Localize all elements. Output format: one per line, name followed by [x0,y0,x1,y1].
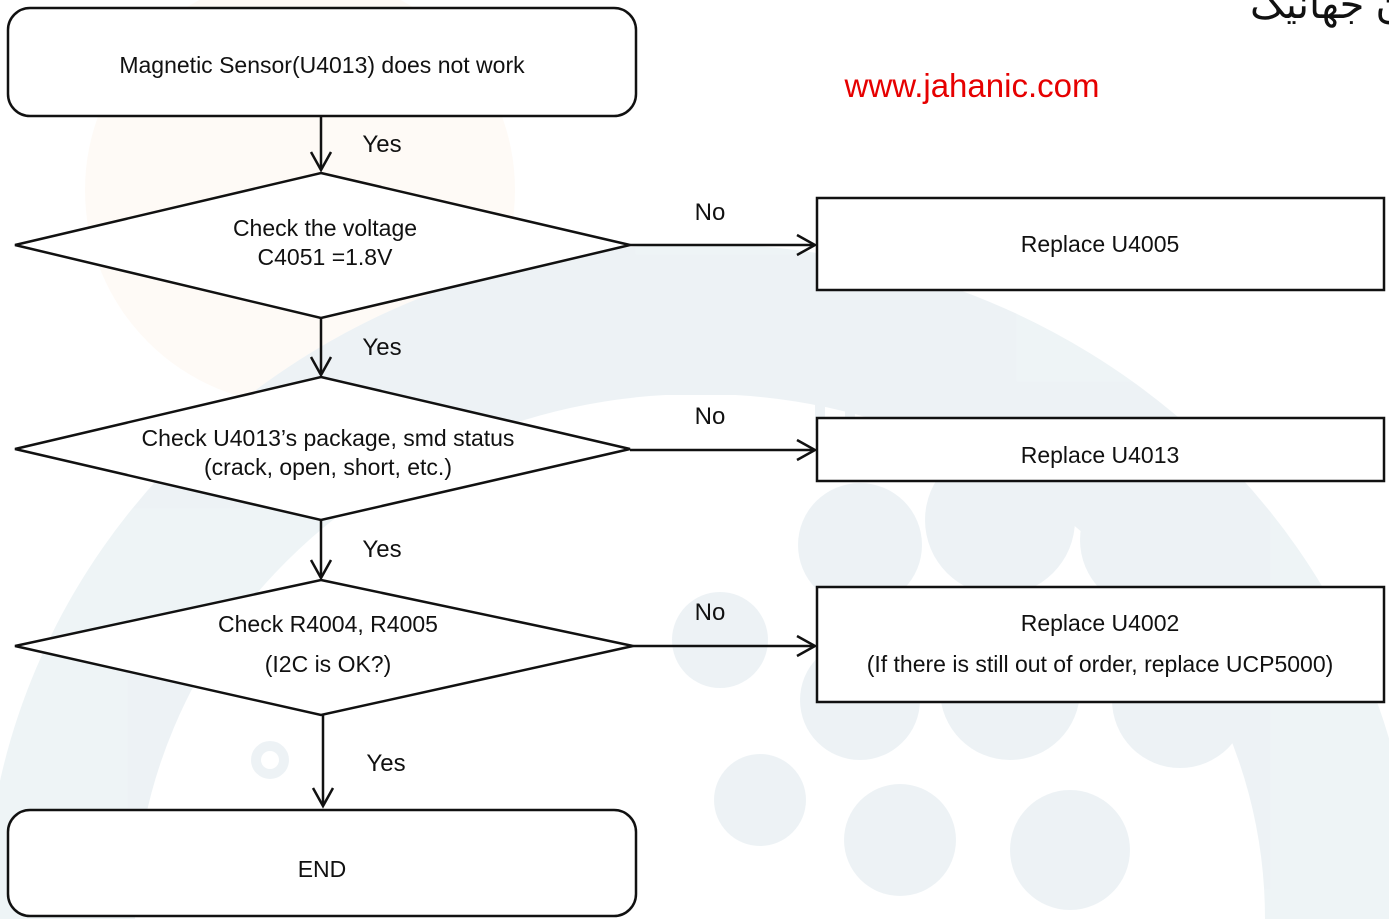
yes-label-4: Yes [366,750,405,777]
arrowhead-icon [311,787,335,809]
yes-label-2: Yes [362,334,401,361]
action-replace-u4002-line2: (If there is still out of order, replace… [867,651,1334,677]
decision-check-package-line1: Check U4013’s package, smd status [142,425,515,451]
decision-check-i2c-line2: (I2C is OK?) [265,651,392,677]
yes-label-1: Yes [362,131,401,158]
start-box [6,6,638,118]
action-replace-u4002-line1: Replace U4002 [1021,610,1180,636]
action-replace-u4002 [815,585,1386,704]
decision-check-package-line2: (crack, open, short, etc.) [204,454,452,480]
end-box [6,808,638,918]
arrowhead-icon [796,233,818,257]
arrowhead-icon [309,356,333,378]
action-replace-u4013-label: Replace U4013 [1021,442,1180,468]
yes-label-3: Yes [362,536,401,563]
start-label: Magnetic Sensor(U4013) does not work [119,52,525,78]
decision-check-voltage-line2: C4051 =1.8V [258,244,394,270]
action-replace-u4013 [815,416,1386,483]
header-watermark-fragment: ...ایران جهانیک [1250,0,1389,28]
arrowhead-icon [796,634,818,658]
action-replace-u4005-label: Replace U4005 [1021,231,1180,257]
site-url: www.jahanic.com [844,67,1100,104]
arrowhead-icon [309,151,333,173]
end-label: END [298,856,347,882]
action-replace-u4005 [815,196,1386,292]
no-label-3: No [695,599,726,626]
arrowhead-icon [796,438,818,462]
decision-check-i2c-line1: Check R4004, R4005 [218,611,438,637]
decision-check-i2c [14,578,634,717]
arrowhead-icon [309,559,333,581]
no-label-1: No [695,199,726,226]
no-label-2: No [695,403,726,430]
decision-check-voltage-line1: Check the voltage [233,215,417,241]
